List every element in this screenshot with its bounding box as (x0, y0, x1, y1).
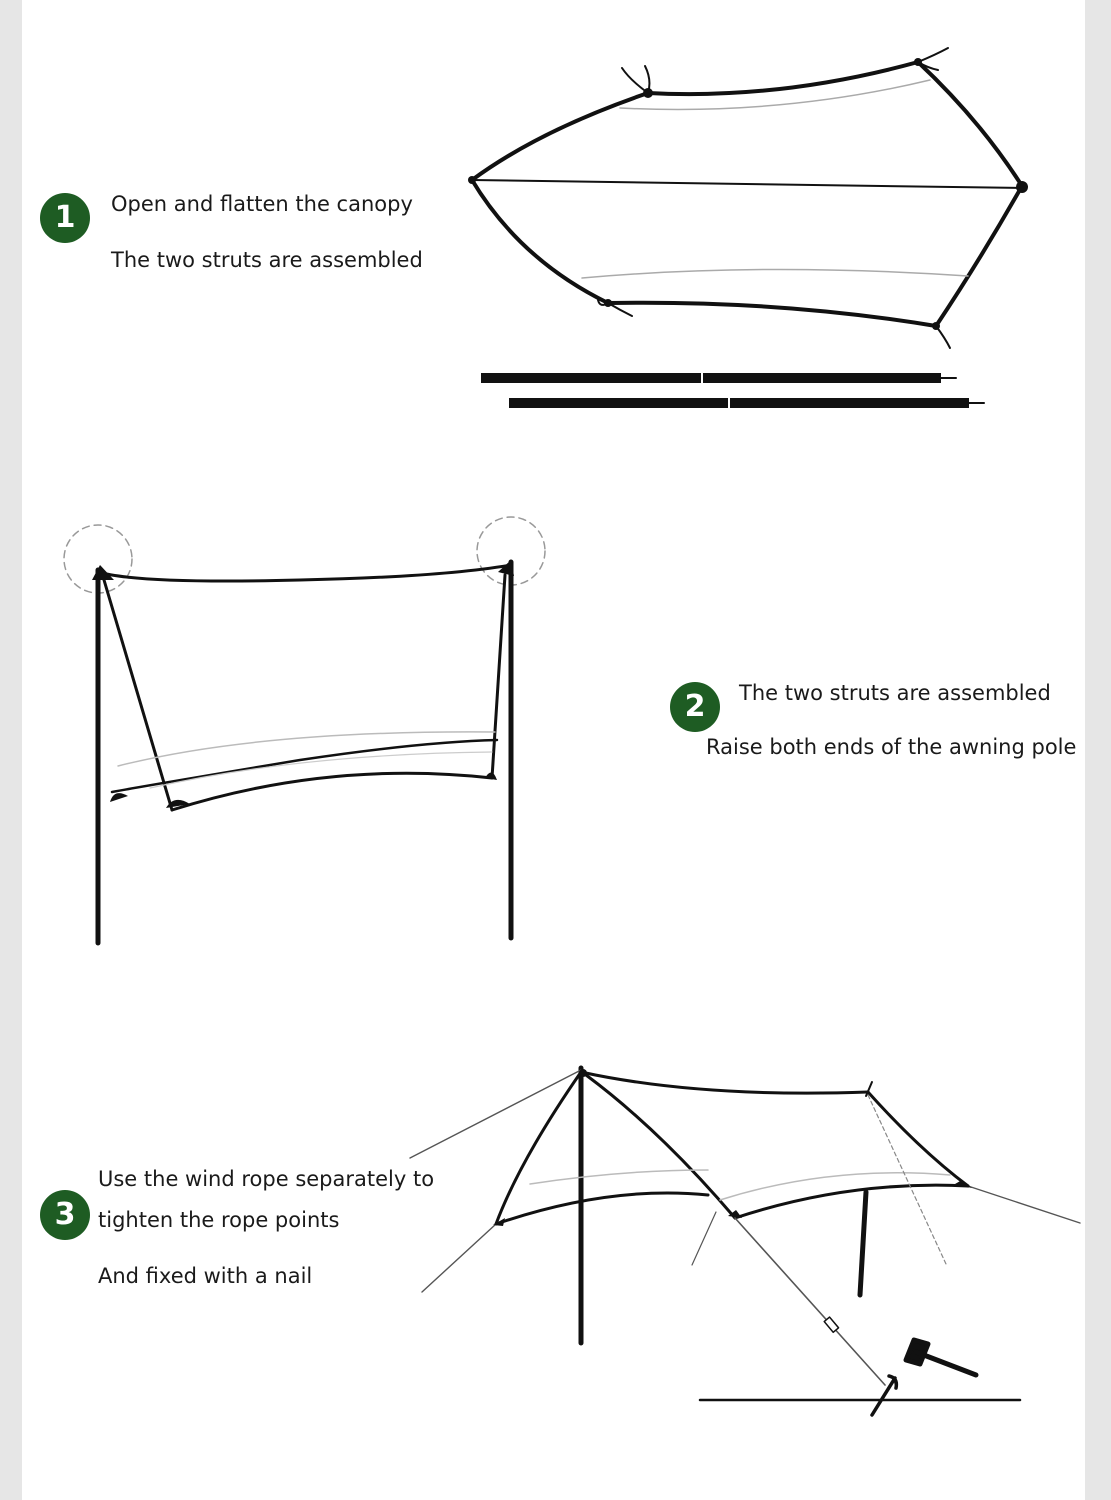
step-1-illustration (468, 47, 1028, 408)
canopy-sheen (529, 1169, 951, 1201)
flat-canopy-centerline (471, 179, 1023, 189)
guy-rope-top-left (409, 1069, 582, 1159)
grommet-top-left (643, 88, 653, 98)
step-2-line-1: The two struts are assembled (739, 681, 1051, 705)
canopy-top-edge (579, 1070, 870, 1095)
canopy-left-ridge (494, 1070, 583, 1226)
awning-left-side (102, 578, 174, 812)
corner-anchor-center (728, 1210, 742, 1218)
corner-anchor-front-left (166, 799, 190, 808)
pole-1-section-b (703, 373, 941, 383)
rear-pole (857, 1189, 869, 1298)
pole-2-section-a (509, 398, 728, 408)
step-1-line-1: Open and flatten the canopy (111, 192, 413, 216)
rope-tensioner (823, 1316, 840, 1334)
step-2-number: 2 (684, 689, 706, 724)
step-3-line-2: tighten the rope points (98, 1208, 340, 1232)
flat-canopy-fold-top (619, 79, 931, 111)
awning-sheen-line (117, 731, 496, 767)
step-3-illustration (409, 1065, 1081, 1417)
guy-rope-right (967, 1185, 1081, 1224)
step-3-badge: 3 (40, 1190, 90, 1240)
step-1-badge: 1 (40, 193, 90, 243)
corner-anchor-top-right (498, 560, 514, 576)
awning-front-edge (170, 771, 494, 812)
corner-anchor-main (579, 1069, 587, 1077)
step-3-line-1: Use the wind rope separately to (98, 1167, 435, 1191)
grommet-top-right (914, 58, 922, 66)
step-3-number: 3 (54, 1197, 76, 1232)
awning-back-edge (110, 738, 499, 794)
step-1-number: 1 (54, 200, 76, 235)
grommet-bottom-right (932, 322, 940, 330)
canopy-front-left-edge (494, 1191, 710, 1226)
awning-top-edge (96, 563, 513, 583)
guy-rope-center-front (691, 1211, 717, 1266)
pole-1-section-a (481, 373, 701, 383)
step-3-line-3: And fixed with a nail (98, 1264, 313, 1288)
tent-stake (870, 1374, 899, 1417)
flat-canopy-fold-bottom (581, 268, 969, 279)
grommet-left (468, 176, 476, 184)
awning-sheen-line-2 (149, 751, 493, 789)
corner-anchor-right (955, 1180, 972, 1188)
corner-anchor-top-left (92, 565, 114, 580)
guy-rope-rear (867, 1094, 947, 1265)
guy-rope-bottom-left (421, 1223, 497, 1293)
guy-rope-stake (734, 1217, 886, 1386)
grommet-bottom-left (604, 299, 612, 307)
awning-right-side (490, 573, 507, 780)
canopy-front-right-edge (733, 1183, 970, 1220)
canopy-right-ridge (866, 1090, 970, 1188)
grommet-right (1016, 181, 1028, 193)
step-1-line-2: The two struts are assembled (111, 248, 423, 272)
step-2-line-2: Raise both ends of the awning pole (706, 735, 1077, 759)
flat-canopy-outline (470, 60, 1024, 328)
step-2-badge: 2 (670, 682, 720, 732)
corner-anchor-left (493, 1218, 505, 1226)
pole-2-section-b (730, 398, 969, 408)
corner-anchor-front-right (485, 772, 497, 780)
corner-anchor-rear (865, 1081, 873, 1097)
corner-anchor-back-left (110, 793, 128, 802)
canopy-center-seam (584, 1073, 737, 1220)
step-2-illustration (63, 516, 546, 946)
hammer-icon (903, 1337, 979, 1378)
